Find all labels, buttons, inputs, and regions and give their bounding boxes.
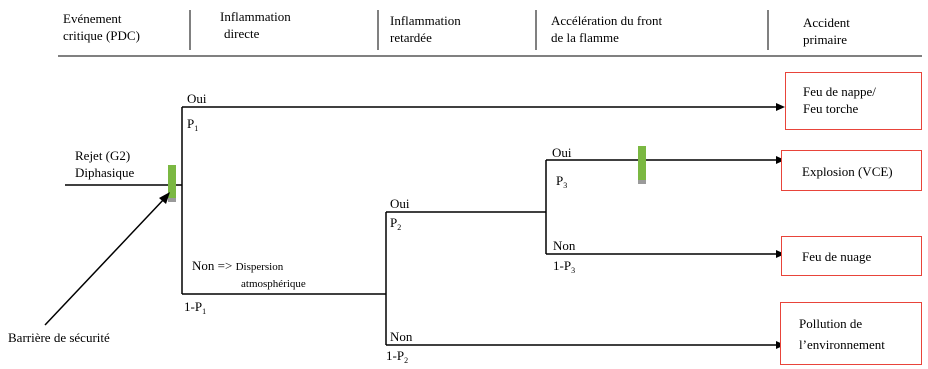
branch-note-dispersion: atmosphérique: [241, 278, 306, 290]
header-critical-event: Evénement critique (PDC): [63, 11, 140, 43]
outcome-box-pool-fire: Feu de nappe/ Feu torche: [785, 72, 922, 130]
probability-p1: P1: [187, 116, 199, 133]
probability-1-minus-p1: 1-P1: [184, 299, 207, 316]
arrowhead: [776, 156, 785, 164]
arrowhead: [776, 103, 785, 111]
header-flame-acceleration: Accélération du front de la flamme: [551, 13, 663, 45]
branch-label-non-3: Non: [553, 238, 576, 253]
outcome-box-cloud-fire: Feu de nuage: [781, 236, 922, 276]
initiating-event-label: Rejet (G2) Diphasique: [75, 148, 135, 180]
probability-p2: P2: [390, 215, 402, 232]
header-delayed-ignition: Inflammation retardée: [390, 13, 461, 45]
branch-label-non-1: Non => Dispersion: [192, 258, 284, 273]
outcome-box-explosion: Explosion (VCE): [781, 150, 922, 191]
branch-label-oui-1: Oui: [187, 91, 207, 106]
outcome-box-pollution: Pollution de l’environnement: [780, 302, 922, 365]
probability-1-minus-p3: 1-P3: [553, 258, 576, 275]
barrier-marker: [168, 165, 176, 198]
arrowhead: [776, 250, 785, 258]
branch-label-oui-3: Oui: [552, 145, 572, 160]
barrier-pointer-arrowhead: [159, 192, 170, 204]
probability-p3: P3: [556, 173, 568, 190]
barrier-pointer-line: [44, 197, 166, 326]
barrier-marker: [638, 146, 646, 180]
header-primary-accident: Accident primaire: [803, 15, 850, 47]
barrier-marker-base: [638, 180, 646, 184]
barrier-marker-base: [168, 198, 176, 202]
header-direct-ignition: Inflammation directe: [220, 9, 291, 41]
branch-label-non-2: Non: [390, 329, 413, 344]
probability-1-minus-p2: 1-P2: [386, 348, 409, 365]
barrier-label: Barrière de sécurité: [8, 330, 110, 345]
branch-label-oui-2: Oui: [390, 196, 410, 211]
